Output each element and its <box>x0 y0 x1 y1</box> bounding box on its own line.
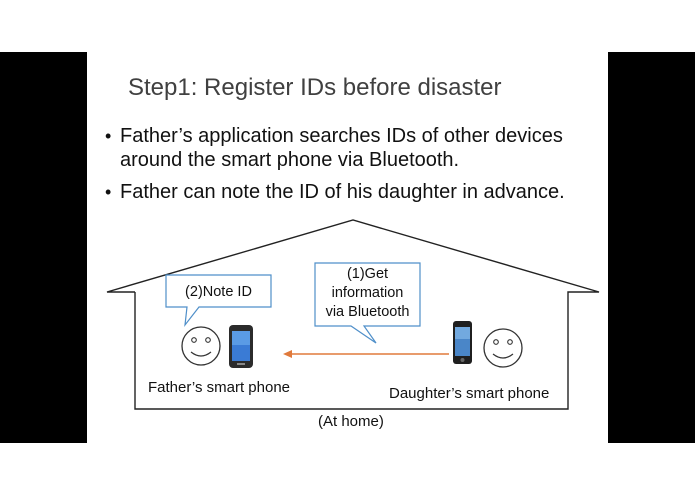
slide: Step1: Register IDs before disaster • Fa… <box>87 52 608 443</box>
house-outline <box>106 219 600 410</box>
father-phone-icon <box>229 325 253 368</box>
bullet-dot: • <box>105 126 112 146</box>
daughter-phone-icon <box>453 321 472 364</box>
get-info-callout-shape <box>314 262 421 344</box>
bullet-item: • Father’s application searches IDs of o… <box>105 124 605 172</box>
slide-title: Step1: Register IDs before disaster <box>128 74 502 101</box>
get-info-line-1: (1)Get <box>346 266 389 282</box>
bullet-list: • Father’s application searches IDs of o… <box>105 124 605 212</box>
bullet-dot: • <box>105 182 112 202</box>
bullet-text: Father’s application searches IDs of oth… <box>120 125 563 147</box>
location-label: (At home) <box>318 413 384 430</box>
note-id-callout: (2)Note ID <box>166 283 271 302</box>
father-phone-label: Father’s smart phone <box>148 379 291 396</box>
house-diagram <box>106 219 600 410</box>
daughter-smiley-icon <box>483 328 523 368</box>
father-smiley-icon <box>181 326 221 366</box>
get-info-line-2: information <box>331 285 404 301</box>
get-info-callout: (1)Get information via Bluetooth <box>315 265 420 322</box>
left-letterbox <box>0 52 87 443</box>
right-letterbox <box>608 52 695 443</box>
daughter-phone-label: Daughter’s smart phone <box>389 385 550 402</box>
note-id-text: (2)Note ID <box>185 284 252 300</box>
bluetooth-arrow <box>283 350 449 358</box>
bullet-item: • Father can note the ID of his daughter… <box>105 180 605 204</box>
note-id-callout-shape <box>165 274 272 328</box>
bullet-text-continued: around the smart phone via Bluetooth. <box>120 149 460 171</box>
get-info-line-3: via Bluetooth <box>325 304 410 320</box>
bullet-text: Father can note the ID of his daughter i… <box>120 181 565 203</box>
